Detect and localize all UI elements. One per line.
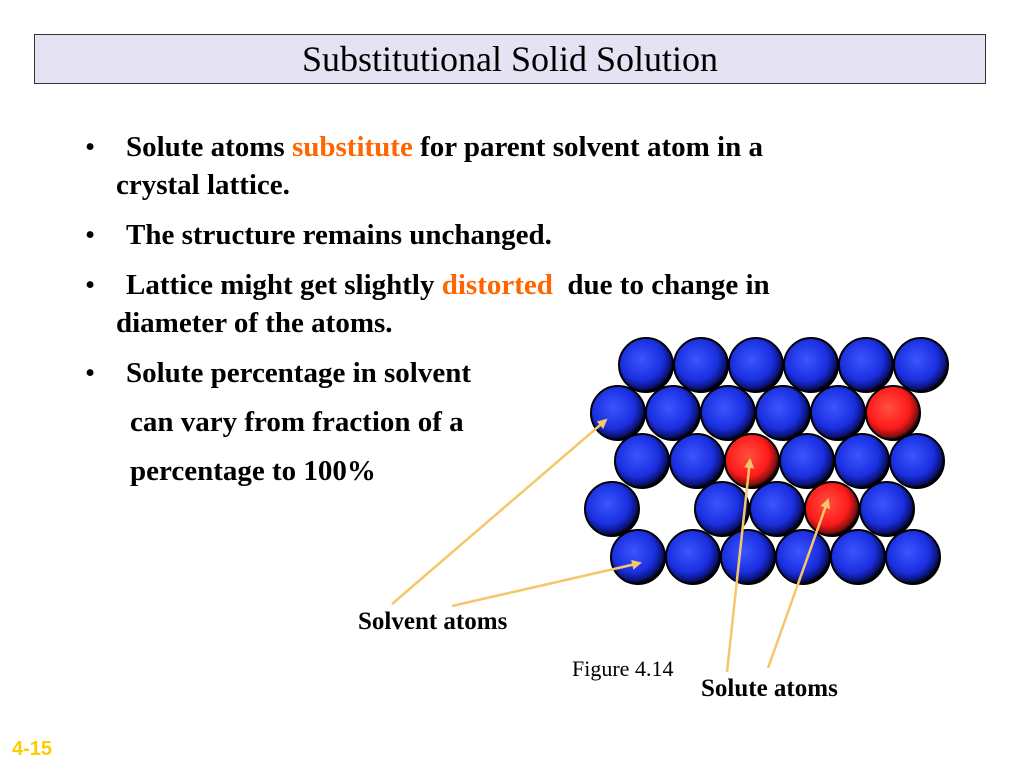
solvent-atom <box>584 481 640 537</box>
atoms-group <box>584 337 949 585</box>
bullet-continuation: diameter of the atoms. <box>116 307 393 339</box>
solvent-atom <box>610 529 666 585</box>
solvent-atom <box>665 529 721 585</box>
title-box: Substitutional Solid Solution <box>34 34 986 84</box>
solvent-atom <box>755 385 811 441</box>
bullet-item: • Solute atoms substitute for parent sol… <box>80 128 920 204</box>
solvent-atom <box>859 481 915 537</box>
solvent-atom <box>889 433 945 489</box>
bullet-text: Solute percentage in solvent <box>126 357 472 389</box>
solvent-atom <box>694 481 750 537</box>
bullet-dot: • <box>85 219 96 251</box>
bullet-line: Lattice might get slightly distorted due… <box>126 266 920 304</box>
solvent-atom <box>645 385 701 441</box>
bullet-item: • Lattice might get slightly distorted d… <box>80 266 920 342</box>
solvent-atom <box>775 529 831 585</box>
solvent-atoms-label: Solvent atoms <box>358 608 508 635</box>
bullet-item: • The structure remains unchanged. <box>80 216 920 254</box>
highlight-substitute: substitute <box>291 131 413 163</box>
bullet-text: due to change in <box>552 269 770 301</box>
solvent-atom <box>720 529 776 585</box>
bullet-dot: • <box>85 269 96 301</box>
slide-title: Substitutional Solid Solution <box>301 39 719 79</box>
solvent-atom <box>779 433 835 489</box>
solvent-atom <box>749 481 805 537</box>
solvent-atom <box>669 433 725 489</box>
bullet-list: • Solute atoms substitute for parent sol… <box>80 128 920 502</box>
atom-lattice-figure <box>584 337 949 585</box>
bullet-dot: • <box>85 131 96 163</box>
bullet-text: Lattice might get slightly <box>126 269 442 301</box>
bullet-line: Solute atoms substitute for parent solve… <box>126 128 920 166</box>
bullet-item: • Solute percentage in solvent can vary … <box>80 354 920 490</box>
solvent-atom <box>838 337 894 393</box>
solvent-atom <box>893 337 949 393</box>
solvent-atom <box>618 337 674 393</box>
bullet-dot: • <box>85 357 96 389</box>
highlight-distorted: distorted <box>441 269 553 301</box>
solvent-atom <box>673 337 729 393</box>
bullet-text: The structure remains unchanged. <box>126 219 552 251</box>
solvent-atom <box>810 385 866 441</box>
solvent-atom <box>590 385 646 441</box>
solute-atom <box>804 481 860 537</box>
bullet-continuation: percentage to 100% <box>130 455 376 487</box>
solute-atom <box>865 385 921 441</box>
bullet-text: Solute atoms <box>126 131 292 163</box>
solvent-atom <box>834 433 890 489</box>
solvent-atom <box>614 433 670 489</box>
bullet-continuation: crystal lattice. <box>116 169 290 201</box>
solvent-atom <box>783 337 839 393</box>
solvent-atom <box>700 385 756 441</box>
solute-atom <box>724 433 780 489</box>
figure-caption: Figure 4.14 <box>572 656 674 681</box>
solute-atoms-label: Solute atoms <box>701 675 838 702</box>
solvent-atom <box>830 529 886 585</box>
page-number: 4-15 <box>12 738 53 760</box>
bullet-text: for parent solvent atom in a <box>412 131 763 163</box>
solvent-atom <box>728 337 784 393</box>
solvent-atom <box>885 529 941 585</box>
